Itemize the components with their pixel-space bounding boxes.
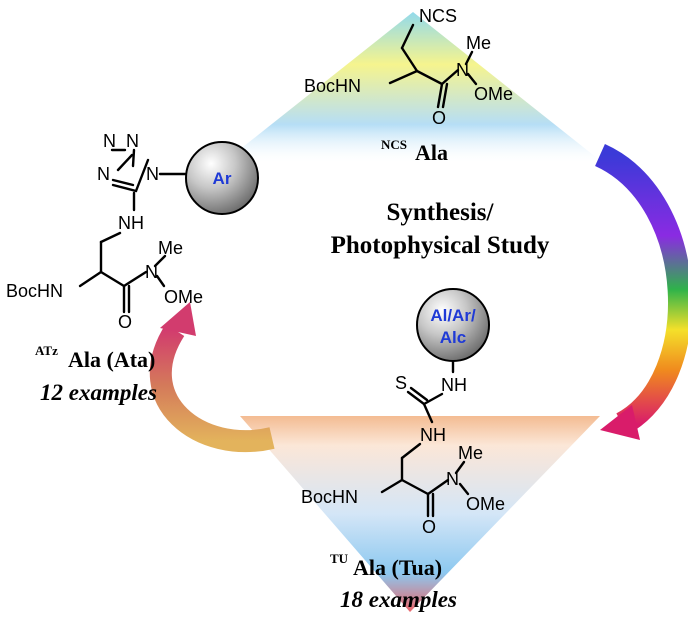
atz-me-label: Me bbox=[158, 238, 183, 258]
tu-n-label: N bbox=[446, 469, 459, 489]
left-arrow bbox=[150, 302, 275, 453]
tu-me-label: Me bbox=[458, 443, 483, 463]
tu-ala-name: Ala (Tua) bbox=[353, 555, 442, 580]
tu-nh-label: NH bbox=[420, 425, 446, 445]
ncs-ala-structure: NCS BocHN N Me OMe O bbox=[304, 6, 513, 128]
tu-bochn-label: BocHN bbox=[301, 487, 358, 507]
aryl-ball: Ar bbox=[185, 141, 259, 215]
center-title-line2: Photophysical Study bbox=[331, 232, 550, 259]
ncs-ala-superscript: NCS bbox=[381, 137, 407, 152]
atz-o-label: O bbox=[118, 312, 132, 332]
tetrazole-n3-label: N bbox=[97, 164, 110, 184]
right-arrow bbox=[594, 144, 688, 440]
atz-ome-label: OMe bbox=[164, 287, 203, 307]
tetrazole-n1-label: N bbox=[103, 131, 116, 151]
atz-bochn-label: BocHN bbox=[6, 281, 63, 301]
ncs-group-label: NCS bbox=[419, 6, 457, 26]
aryl-ball-label: Ar bbox=[213, 169, 232, 188]
ncs-ala-name: Ala bbox=[415, 140, 448, 165]
tu-s-label: S bbox=[395, 373, 407, 393]
tu-ball-line1: Al/Ar/ bbox=[430, 306, 476, 325]
tetrazole-n2-label: N bbox=[126, 131, 139, 151]
tu-ome-label: OMe bbox=[466, 494, 505, 514]
ncs-ome-label: OMe bbox=[474, 84, 513, 104]
tu-ala-ball: Al/Ar/ Alc bbox=[416, 288, 490, 362]
tu-o-label: O bbox=[422, 517, 436, 537]
atz-ala-name: Ala (Ata) bbox=[68, 347, 155, 372]
top-triangle bbox=[224, 12, 602, 162]
ncs-o-label: O bbox=[432, 108, 446, 128]
tu-ala-superscript: TU bbox=[330, 551, 349, 566]
center-title-line1: Synthesis/ bbox=[387, 199, 495, 226]
tetrazole-n4-label: N bbox=[146, 164, 159, 184]
bottom-triangle bbox=[240, 416, 600, 612]
ncs-me-label: Me bbox=[466, 33, 491, 53]
tu-nh-top-label: NH bbox=[441, 375, 467, 395]
ncs-bochn-label: BocHN bbox=[304, 76, 361, 96]
atz-ala-structure: N N N N NH BocHN N Me OMe O bbox=[6, 131, 203, 332]
tu-ala-examples: 18 examples bbox=[340, 587, 457, 612]
tu-ball-line2: Alc bbox=[440, 328, 466, 347]
atz-n-label: N bbox=[145, 262, 158, 282]
atz-ala-superscript: ATz bbox=[35, 343, 58, 358]
ncs-n-label: N bbox=[456, 60, 469, 80]
tu-ala-structure: NH S NH BocHN N Me OMe O bbox=[301, 360, 505, 537]
atz-nh-label: NH bbox=[118, 213, 144, 233]
atz-ala-examples: 12 examples bbox=[40, 380, 157, 405]
